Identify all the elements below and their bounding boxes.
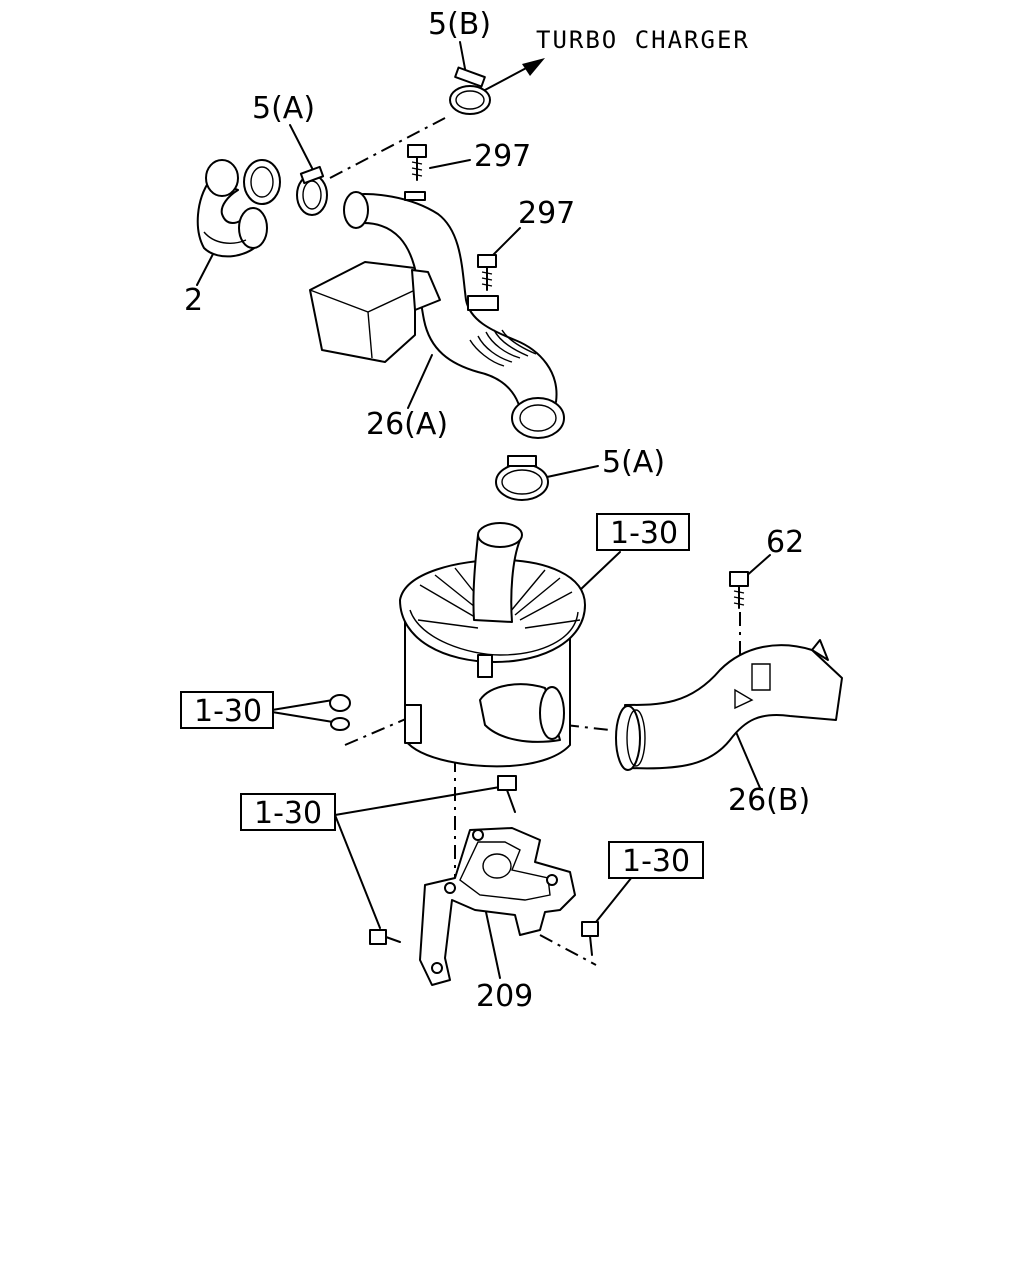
hose-2-label: 2 [184,283,203,318]
turbo-charger-label: TURBO CHARGER [536,26,750,54]
air-cleaner-housing-icon [399,522,586,768]
ref-1-30-left-label: 1-30 [194,694,262,729]
bracket-209-label: 209 [476,979,533,1014]
clamp-5a-top-label: 5(A) [252,91,315,126]
ref-1-30-top-label: 1-30 [610,516,678,551]
bolt-297-a-label: 297 [474,139,531,174]
bracket-209-icon [419,827,576,986]
bolt-297-b-label: 297 [518,196,575,231]
bolt-62-icon [729,571,749,609]
clamp-5a-bottom-label: 5(A) [602,445,665,480]
hose-2-icon [196,159,281,258]
clamp-5a-bottom-icon [495,455,549,501]
bolt-297-a-icon [407,144,427,181]
duct-26b-icon [615,639,843,771]
ref-1-30-right-label: 1-30 [622,844,690,879]
bolt-left-icon [369,929,401,945]
nut-icon [329,694,351,731]
bolt-62-label: 62 [766,525,804,560]
ref-box-top [596,513,690,551]
bolt-right-icon [581,921,599,956]
ref-box-mid [240,793,336,831]
duct-26a-icon [309,191,565,439]
clamp-5b-icon [449,66,491,115]
clamp-5b-label: 5(B) [428,7,491,42]
bolt-297-b-icon [477,254,497,291]
ref-box-right [608,841,704,879]
clamp-5a-top-icon [296,165,328,216]
ref-1-30-mid-label: 1-30 [254,796,322,831]
ref-box-left [180,691,274,729]
duct-26b-label: 26(B) [728,783,810,818]
leader-lines [196,41,771,979]
duct-26a-label: 26(A) [366,407,448,442]
bolt-mid-icon [497,775,517,813]
